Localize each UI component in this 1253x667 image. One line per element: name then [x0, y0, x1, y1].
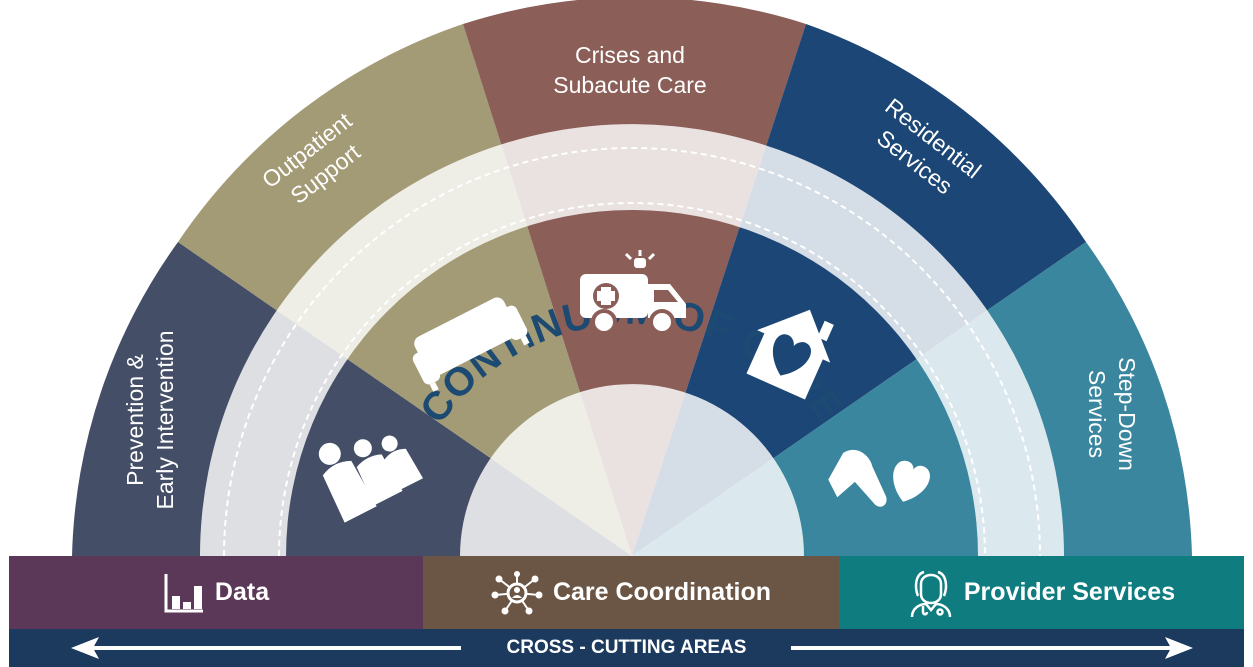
house-heart-icon [746, 309, 834, 400]
cross-cutting-band: CROSS - CUTTING AREAS [9, 629, 1244, 667]
family-icon [318, 435, 424, 523]
left-arrow-icon [71, 637, 1193, 659]
data-bar: Data [9, 556, 423, 629]
segment-label-prevention: Prevention &Early Intervention [122, 331, 178, 510]
outer-dashed-circle [223, 147, 1041, 556]
doctor-icon [908, 568, 954, 618]
provider-services-label: Provider Services [963, 578, 1176, 606]
care-coordination-label: Care Coordination [552, 578, 772, 606]
ambulance-icon [580, 250, 686, 335]
segment-label-line: Prevention & [122, 354, 148, 486]
care-coordination-bar: Care Coordination [423, 556, 839, 629]
data-label: Data [214, 578, 270, 606]
bar-chart-icon [163, 572, 205, 614]
provider-services-bar: Provider Services [839, 556, 1244, 629]
network-icon [491, 570, 543, 615]
inner-dashed-circle [278, 202, 986, 556]
cross-cutting-label: CROSS - CUTTING AREAS [506, 637, 747, 658]
hand-heart-icon [828, 449, 930, 507]
segment-label-line: Subacute Care [553, 72, 706, 98]
segment-label-line: Services [1084, 370, 1110, 458]
segment-label-line: Crises and [575, 42, 685, 68]
outer-ring-band [200, 124, 1064, 556]
segment-label-line: Early Intervention [152, 331, 178, 510]
center-half-disc [460, 384, 804, 556]
couch-icon [412, 297, 530, 392]
segment-label-line: Step-Down [1114, 357, 1140, 471]
